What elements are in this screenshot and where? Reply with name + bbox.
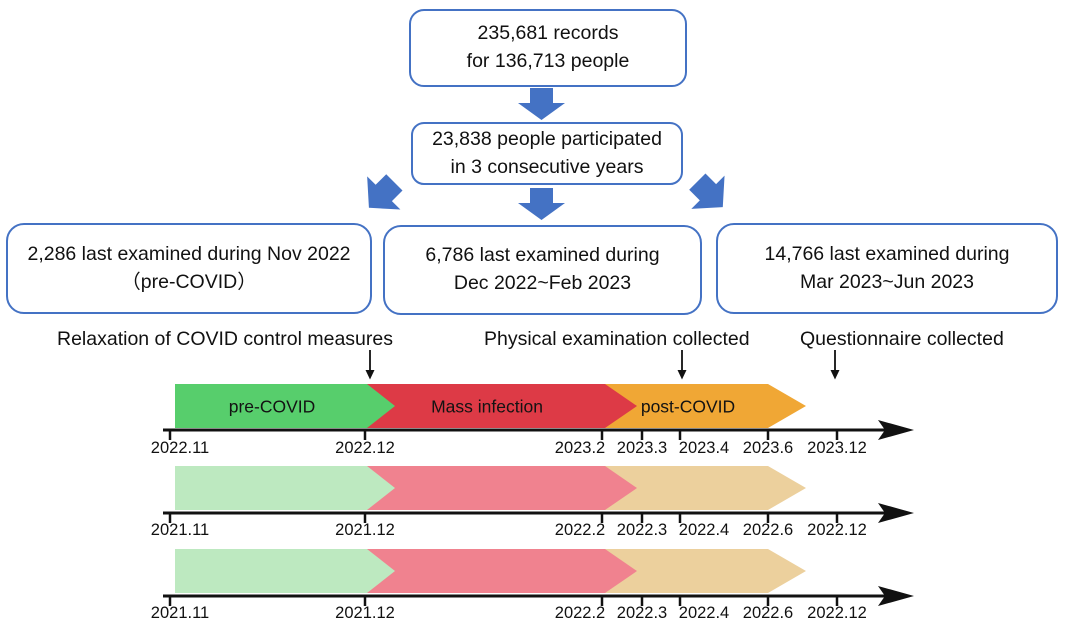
annotation-arrow-physical bbox=[677, 350, 687, 380]
timeline1-tick-0: 2022.11 bbox=[150, 439, 210, 457]
timeline3-tick-2: 2022.2 bbox=[554, 604, 606, 622]
flow-arrow-down-2 bbox=[518, 188, 565, 220]
timeline2-tick-5: 2022.6 bbox=[742, 521, 794, 539]
timeline2-tick-6: 2022.12 bbox=[807, 521, 867, 539]
timeline1-tick-3: 2023.3 bbox=[616, 439, 668, 457]
timeline2-band-massinfection bbox=[367, 466, 637, 510]
timeline2-tick-4: 2022.4 bbox=[678, 521, 730, 539]
timeline2-band-precovid bbox=[175, 466, 395, 510]
timeline2-band-postcovid bbox=[605, 466, 806, 510]
box-dec-feb-group-line2: Dec 2022~Feb 2023 bbox=[453, 272, 632, 294]
timeline3-band-postcovid bbox=[605, 549, 806, 593]
box-total-records: 235,681 records for 136,713 people bbox=[409, 9, 687, 87]
box-mar-jun-group-line2: Mar 2023~Jun 2023 bbox=[799, 270, 974, 293]
timeline3-tick-0: 2021.11 bbox=[150, 604, 210, 622]
timeline3-axis bbox=[163, 586, 914, 606]
timeline3-tick-3: 2022.3 bbox=[616, 604, 668, 622]
timeline2-tick-2: 2022.2 bbox=[554, 521, 606, 539]
timeline1-postcovid-label: post-COVID bbox=[640, 396, 736, 417]
box-mar-jun-group-line1: 14,766 last examined during bbox=[764, 242, 1010, 265]
box-precovid-group: 2,286 last examined during Nov 2022 （pre… bbox=[6, 223, 372, 314]
box-cohort: 23,838 people participated in 3 consecut… bbox=[411, 122, 683, 185]
timeline2-axis bbox=[163, 503, 914, 523]
timeline3-tick-1: 2021.12 bbox=[335, 604, 395, 622]
annotation-arrow-questionnaire bbox=[830, 350, 840, 380]
timeline1-massinfection-label: Mass infection bbox=[431, 396, 543, 417]
timeline1-tick-1: 2022.12 bbox=[335, 439, 395, 457]
box-precovid-group-line2: （pre-COVID） bbox=[121, 270, 257, 293]
timeline3-band-precovid bbox=[175, 549, 395, 593]
box-cohort-line1: 23,838 people participated bbox=[432, 127, 662, 150]
timeline2-tick-3: 2022.3 bbox=[616, 521, 668, 539]
box-dec-feb-group: 6,786 last examined during Dec 2022~Feb … bbox=[383, 225, 702, 315]
timeline1-tick-6: 2023.12 bbox=[807, 439, 867, 457]
annotation-relaxation-label: Relaxation of COVID control measures bbox=[57, 328, 393, 350]
timeline1-precovid-label: pre-COVID bbox=[228, 396, 316, 417]
box-mar-jun-group: 14,766 last examined during Mar 2023~Jun… bbox=[716, 223, 1058, 314]
timeline3-tick-5: 2022.6 bbox=[742, 604, 794, 622]
timeline3-band-massinfection bbox=[367, 549, 637, 593]
box-cohort-line2: in 3 consecutive years bbox=[450, 155, 644, 178]
timeline1-tick-2: 2023.2 bbox=[554, 439, 606, 457]
timeline1-tick-4: 2023.4 bbox=[678, 439, 730, 457]
timeline2-tick-1: 2021.12 bbox=[335, 521, 395, 539]
timeline2-tick-0: 2021.11 bbox=[150, 521, 210, 539]
box-dec-feb-group-line1: 6,786 last examined during bbox=[425, 244, 660, 267]
flow-arrow-down-1 bbox=[518, 88, 565, 120]
timeline1-tick-5: 2023.6 bbox=[742, 439, 794, 457]
annotation-physical-label: Physical examination collected bbox=[484, 328, 750, 350]
annotation-arrow-relaxation bbox=[365, 350, 375, 380]
timeline3-tick-6: 2022.12 bbox=[807, 604, 867, 622]
timeline1-axis bbox=[163, 420, 914, 440]
box-total-records-line2: for 136,713 people bbox=[466, 50, 630, 72]
annotation-questionnaire-label: Questionnaire collected bbox=[800, 328, 1004, 350]
timeline3-tick-4: 2022.4 bbox=[678, 604, 730, 622]
box-precovid-group-line1: 2,286 last examined during Nov 2022 bbox=[27, 242, 351, 265]
box-total-records-line1: 235,681 records bbox=[477, 22, 619, 45]
flow-arrow-diagonal-left bbox=[367, 174, 403, 210]
flow-arrow-diagonal-right bbox=[689, 173, 725, 209]
